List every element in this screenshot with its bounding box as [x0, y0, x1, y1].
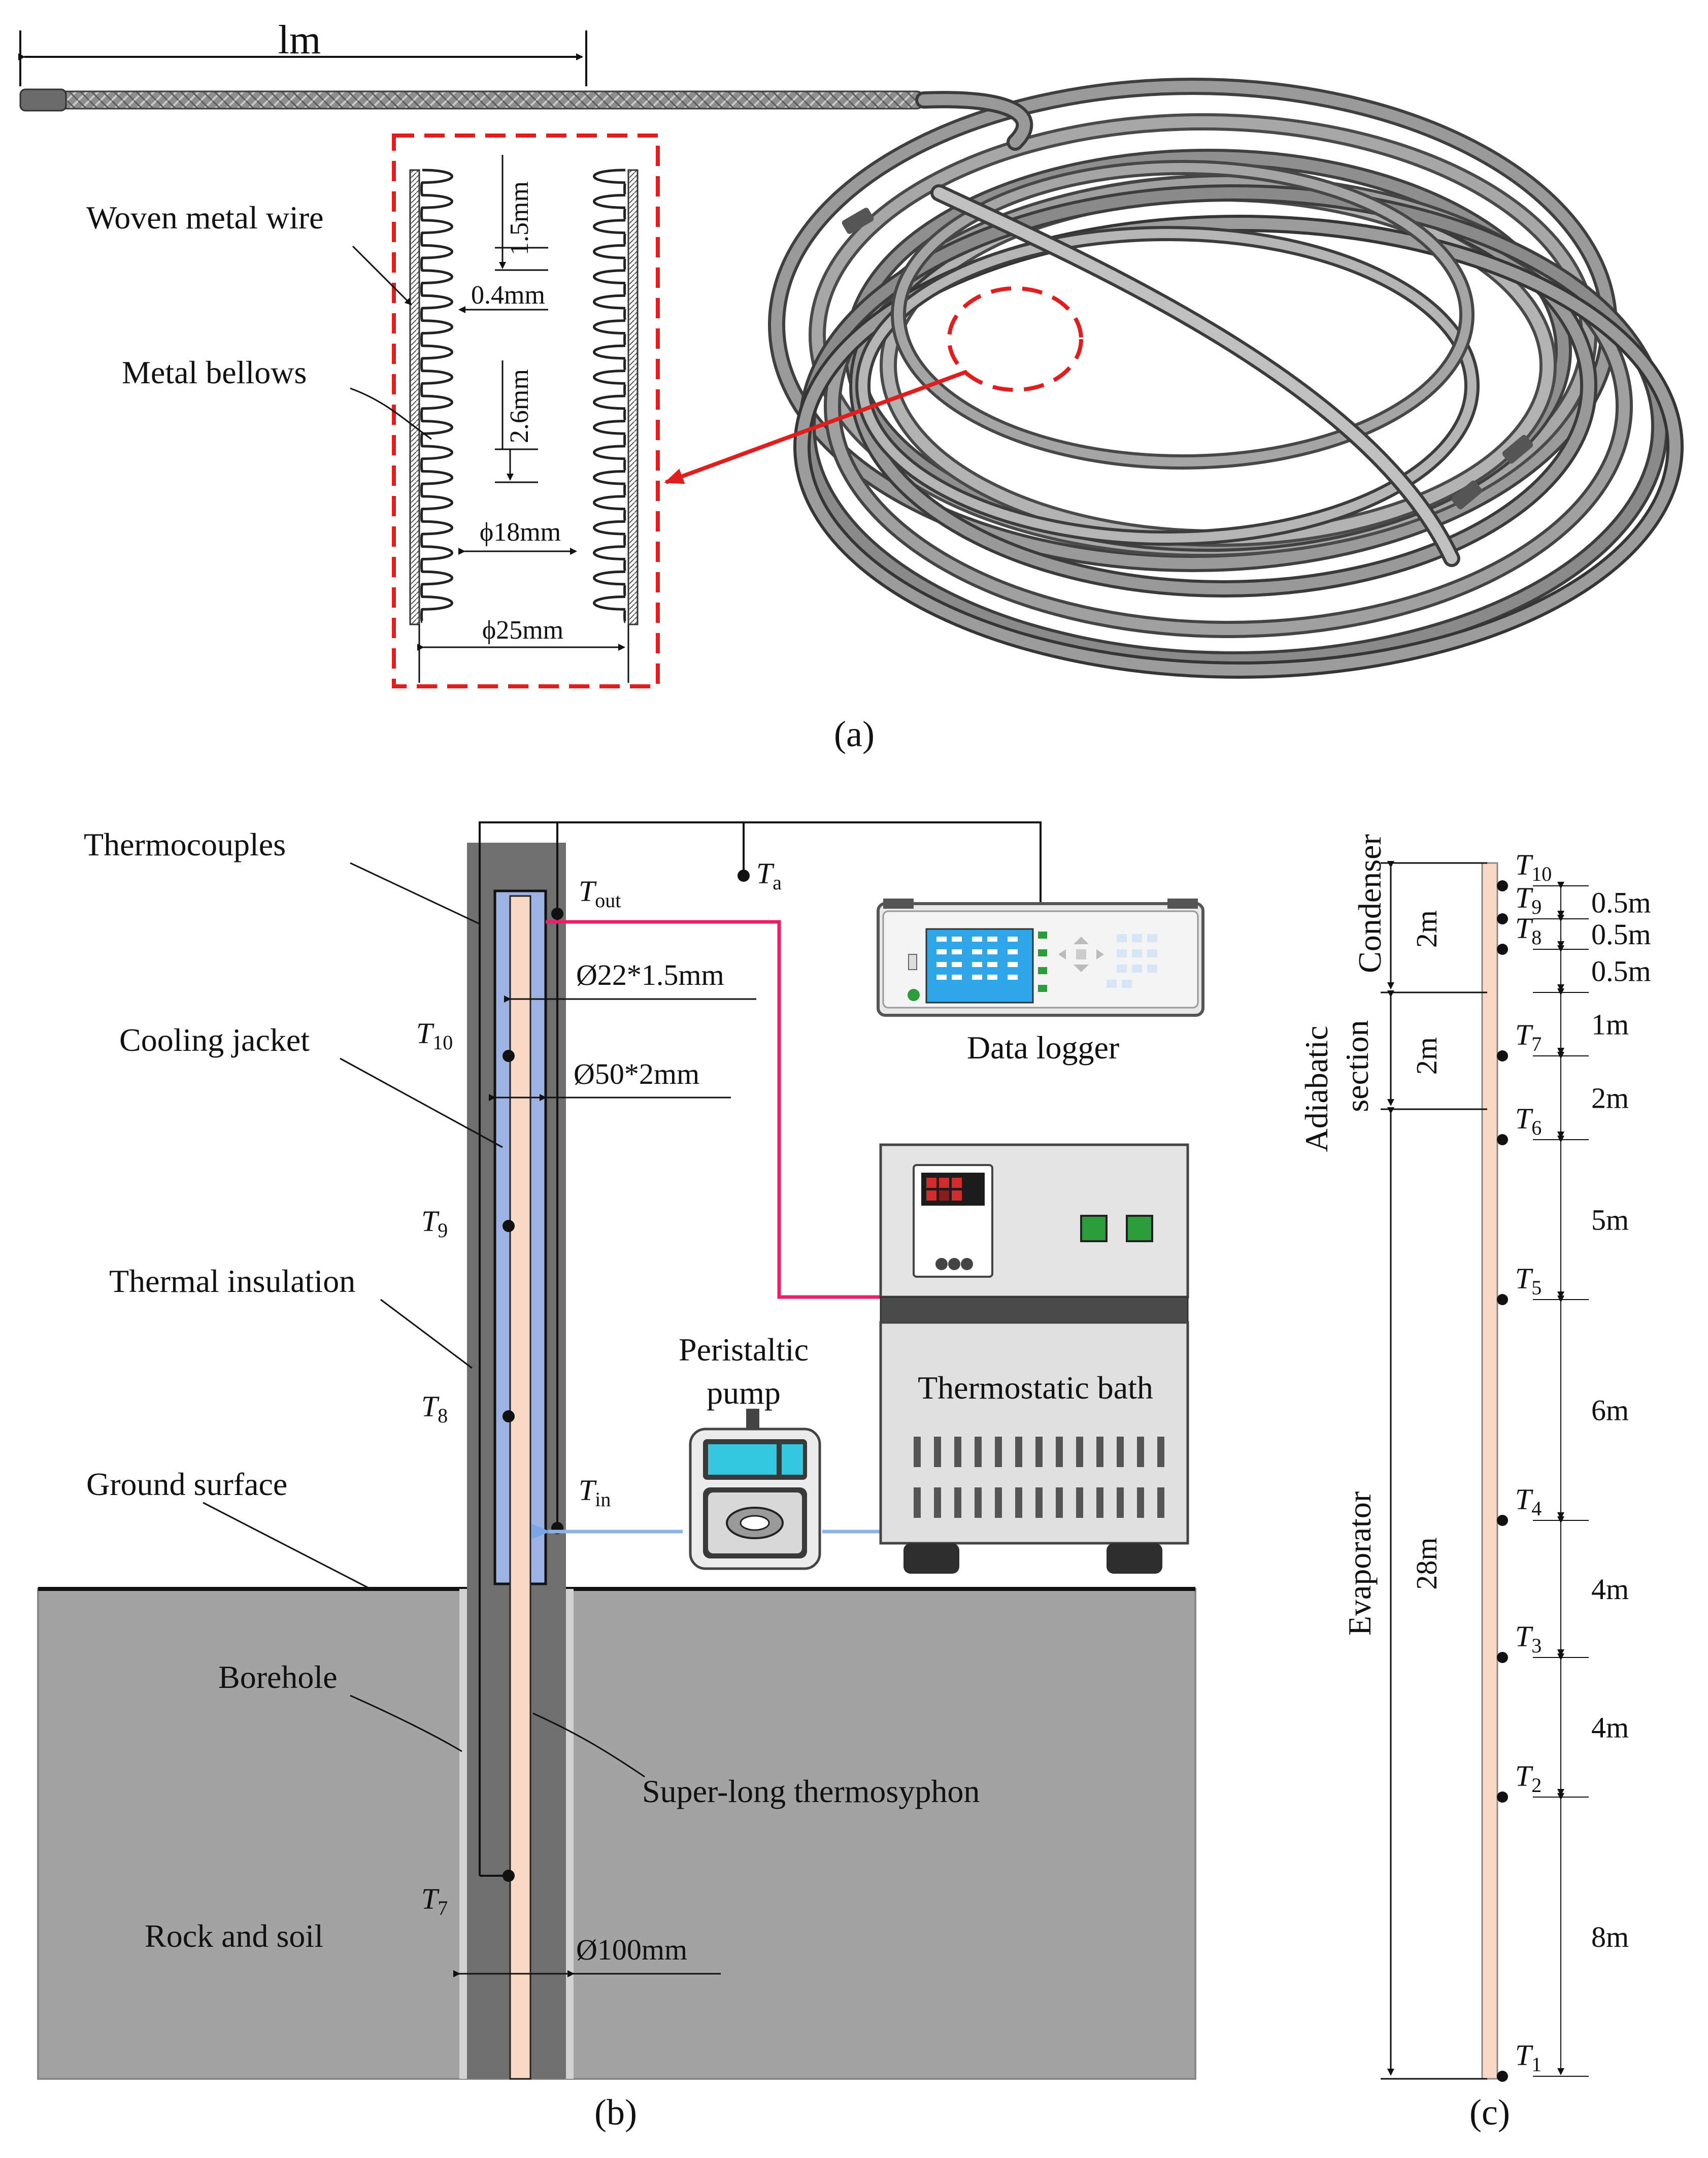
label-rock-and-soil: Rock and soil [145, 1918, 323, 1954]
label-metal-bellows: Metal bellows [122, 354, 307, 390]
sensor-dot-c [1497, 1134, 1508, 1145]
sensor-t-a: Ta [756, 857, 782, 894]
panel-b: Ø22*1.5mm Ø50*2mm Ø100mm Tout Ta Tin T10… [37, 821, 1204, 2133]
label-peristaltic-1: Peristaltic [679, 1332, 809, 1368]
thermosyphon-pipe [509, 895, 531, 2080]
label-thermosyphon: Super-long thermosyphon [642, 1773, 980, 1809]
bellows-left [420, 169, 453, 623]
length-evaporator: 28m [1410, 1537, 1443, 1589]
dim-pitch: 1.5mm [505, 181, 534, 255]
sensor-label-c: T8 [1515, 912, 1542, 949]
sensor-dot-c [1497, 944, 1508, 955]
sensor-t-in: Tin [579, 1474, 611, 1511]
section-adiabatic-2: section [1339, 1020, 1375, 1112]
caption-c: (c) [1469, 2092, 1510, 2133]
label-thermostatic-bath: Thermostatic bath [918, 1370, 1153, 1406]
detail-dimensions [417, 155, 629, 683]
dim-outer-diameter: ϕ25mm [482, 616, 563, 645]
spacing-label: 8m [1591, 1920, 1629, 1953]
spacing-label: 4m [1591, 1573, 1629, 1606]
sensor-label-c: T9 [1515, 881, 1542, 918]
sensor-dot-c [1497, 1050, 1508, 1061]
sensor-t7-b: T7 [421, 1882, 448, 1919]
thermosyphon-column [1481, 862, 1498, 2080]
section-adiabatic-1: Adiabatic [1298, 1026, 1334, 1152]
length-adiabatic: 2m [1410, 1037, 1443, 1075]
detail-arrow [664, 370, 968, 484]
data-logger [877, 899, 1204, 1017]
dim-depth: 2.6mm [505, 369, 534, 443]
spacing-label: 2m [1591, 1082, 1629, 1115]
scale-bar: lm [18, 18, 587, 86]
rock-and-soil [37, 1588, 1196, 2080]
dim-pipe: Ø22*1.5mm [576, 958, 724, 991]
detail-circle [947, 286, 1083, 392]
sensor-dot-c [1497, 1652, 1508, 1663]
sensor-label-c: T5 [1515, 1262, 1542, 1299]
caption-b: (b) [594, 2092, 637, 2133]
label-borehole: Borehole [218, 1659, 338, 1695]
scale-label: lm [278, 18, 321, 62]
pipe-dimensions [453, 995, 756, 1977]
woven-wire-left [409, 169, 420, 625]
label-data-logger: Data logger [967, 1030, 1119, 1066]
spacing-label: 4m [1591, 1711, 1629, 1744]
sensor-dot-c [1497, 2071, 1508, 2082]
sensor-dot-c [1497, 1515, 1508, 1526]
sensor-dot-c [1497, 913, 1508, 924]
sensor-t10-b: T10 [416, 1017, 453, 1054]
sensor-dots-b [503, 870, 750, 1882]
sensor-label-c: T6 [1515, 1102, 1542, 1139]
sensor-label-c: T2 [1515, 1759, 1542, 1797]
sensor-label-c: T4 [1515, 1483, 1542, 1520]
sensor-label-c: T7 [1515, 1018, 1542, 1055]
caption-a: (a) [834, 714, 875, 754]
panel-a: lm [18, 18, 1684, 754]
woven-wire-right [627, 169, 639, 625]
sensor-t9-b: T9 [421, 1205, 448, 1242]
section-evaporator: Evaporator [1342, 1491, 1378, 1636]
spacing-label: 0.5m [1591, 955, 1651, 988]
label-ground-surface: Ground surface [86, 1466, 287, 1502]
sensor-dot-c [1497, 1294, 1508, 1305]
sensor-dot-c [1497, 1791, 1508, 1803]
spacing-label: 5m [1591, 1204, 1629, 1237]
length-condenser: 2m [1410, 910, 1443, 948]
label-peristaltic-2: pump [707, 1375, 781, 1411]
label-woven-metal-wire: Woven metal wire [86, 200, 324, 236]
sensor-label-c: T1 [1515, 2039, 1542, 2076]
peristaltic-pump [689, 1409, 821, 1570]
straight-pipe-sample [19, 90, 925, 110]
dim-jacket: Ø50*2mm [574, 1057, 699, 1090]
sensor-t8-b: T8 [421, 1390, 448, 1427]
sensor-dot-c [1497, 880, 1508, 891]
spacing-label: 6m [1591, 1394, 1629, 1427]
spacing-label: 0.5m [1591, 918, 1651, 951]
label-thermocouples: Thermocouples [84, 826, 286, 862]
dim-borehole: Ø100mm [576, 1933, 687, 1966]
coiled-pipe [768, 78, 1684, 679]
dim-thickness: 0.4mm [471, 281, 545, 310]
sensor-t-out: Tout [579, 875, 621, 912]
bellows-right [593, 169, 627, 623]
spacing-label: 1m [1591, 1008, 1629, 1041]
label-cooling-jacket: Cooling jacket [119, 1022, 310, 1058]
thermocouple-wires [479, 821, 1042, 1877]
sensor-label-c: T10 [1515, 848, 1552, 885]
sensor-label-c: T3 [1515, 1620, 1542, 1657]
spacing-label: 0.5m [1591, 886, 1651, 919]
section-condenser: Condenser [1352, 834, 1388, 973]
supply-line [546, 920, 881, 1299]
panel-c: 2m 2m 28m Condenser Adiabatic section Ev… [1298, 834, 1651, 2133]
dim-inner-diameter: ϕ18mm [480, 518, 561, 547]
label-thermal-insulation: Thermal insulation [109, 1263, 355, 1299]
thermostatic-bath [879, 1143, 1189, 1574]
section-dimension-lines [1381, 861, 1487, 2080]
